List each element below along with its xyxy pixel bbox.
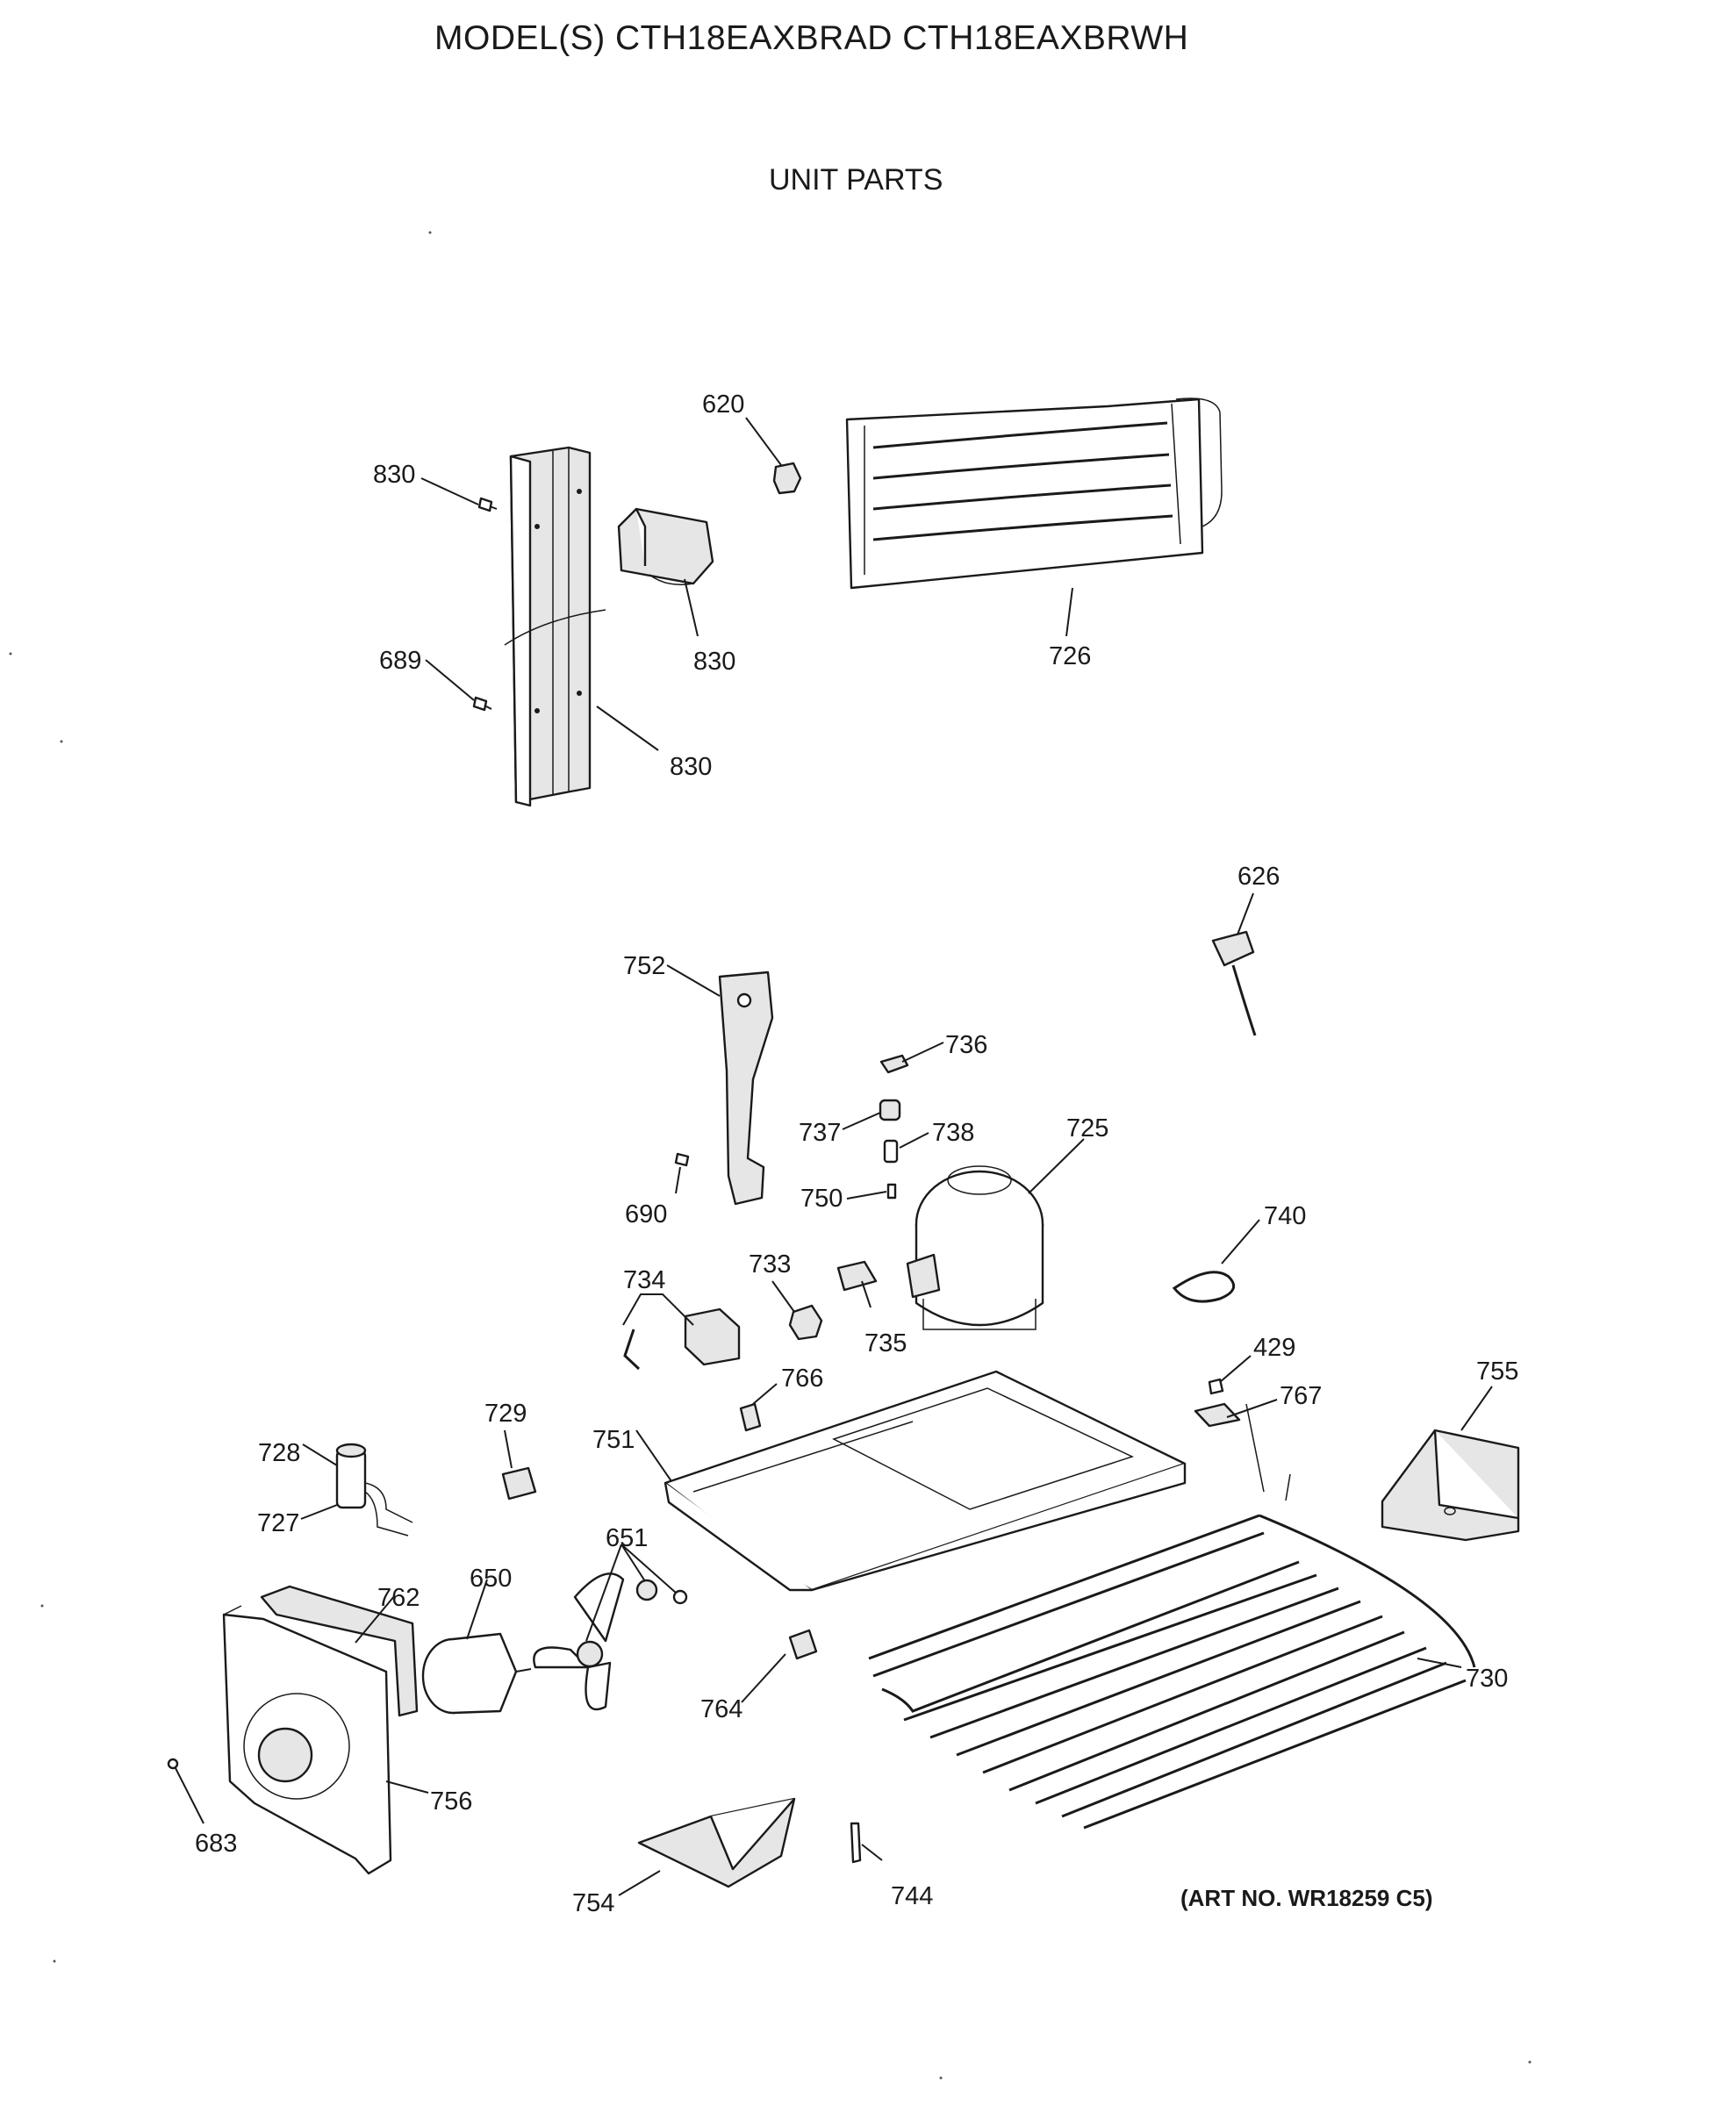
callout-740: 740 [1264, 1202, 1306, 1230]
fan-motor-650-part [421, 1632, 532, 1715]
art-number: (ART NO. WR18259 C5) [1180, 1885, 1433, 1911]
clip-764-part [788, 1629, 818, 1660]
relay-734-part [623, 1307, 741, 1371]
callout-830-mid: 830 [693, 648, 735, 676]
overload-733-part [788, 1304, 823, 1341]
callout-683: 683 [195, 1830, 237, 1858]
grommet-stack-part [879, 1054, 909, 1200]
callout-728: 728 [258, 1439, 300, 1467]
callout-726: 726 [1049, 642, 1091, 670]
callout-737: 737 [799, 1119, 841, 1147]
scan-specks [9, 231, 1532, 2080]
evaporator-726-part [845, 398, 1223, 590]
callout-733: 733 [749, 1250, 791, 1279]
callout-736: 736 [945, 1031, 987, 1059]
compressor-725-part [906, 1165, 1044, 1330]
screw-689-part [472, 696, 492, 712]
callout-735: 735 [864, 1329, 907, 1357]
clip-744-part [850, 1822, 862, 1864]
screw-683-part [167, 1758, 179, 1770]
callout-626: 626 [1237, 863, 1280, 891]
callout-429: 429 [1253, 1334, 1295, 1362]
callout-725: 725 [1066, 1114, 1108, 1143]
callout-751: 751 [592, 1426, 635, 1454]
callout-734: 734 [623, 1266, 665, 1294]
channel-bracket-part [504, 446, 606, 807]
callout-750: 750 [800, 1185, 843, 1213]
section-title: UNIT PARTS [769, 163, 943, 197]
block-755-part [1381, 1429, 1520, 1542]
bracket-752-part [718, 971, 774, 1206]
callout-690: 690 [625, 1200, 667, 1228]
callout-689: 689 [379, 647, 421, 675]
cover-735-part [836, 1260, 878, 1292]
callout-755: 755 [1476, 1357, 1518, 1386]
callout-727: 727 [257, 1509, 299, 1537]
callout-754: 754 [572, 1889, 614, 1917]
duct-754-part [637, 1797, 796, 1888]
callout-620: 620 [702, 390, 744, 419]
harness-626-part [1211, 930, 1257, 1036]
callout-767: 767 [1280, 1382, 1322, 1410]
callout-830-bot: 830 [670, 753, 712, 781]
callout-738: 738 [932, 1119, 974, 1147]
callout-730: 730 [1466, 1665, 1508, 1693]
condenser-coil-730-part [868, 1403, 1476, 1830]
callout-651: 651 [606, 1524, 648, 1552]
callout-729: 729 [484, 1400, 527, 1428]
callout-762: 762 [377, 1584, 420, 1612]
callout-756: 756 [430, 1787, 472, 1816]
clip-766-part [739, 1402, 762, 1432]
leader-lines [175, 417, 1493, 1896]
capacitor-728-part [335, 1443, 413, 1537]
screw-690-part [674, 1152, 690, 1167]
callout-744: 744 [891, 1882, 933, 1910]
screw-429-part [1208, 1378, 1224, 1395]
clip-740-part [1172, 1271, 1236, 1303]
callout-650: 650 [470, 1565, 512, 1593]
capacitor-729-part [501, 1466, 537, 1501]
callout-766: 766 [781, 1365, 823, 1393]
screw-830-part [477, 497, 498, 512]
bracket-767-part [1194, 1402, 1241, 1428]
fan-shroud-756-part [222, 1605, 392, 1875]
relay-block-part [617, 507, 714, 585]
base-pan-751-part [664, 1370, 1187, 1592]
model-title: MODEL(S) CTH18EAXBRAD CTH18EAXBRWH [434, 19, 1189, 57]
callout-830-top: 830 [373, 461, 415, 489]
thermostat-620-part [772, 462, 802, 495]
callout-764: 764 [700, 1695, 742, 1723]
callout-752: 752 [623, 952, 665, 980]
fan-blade-651-part [533, 1572, 688, 1711]
gasket-762-part [260, 1585, 419, 1717]
